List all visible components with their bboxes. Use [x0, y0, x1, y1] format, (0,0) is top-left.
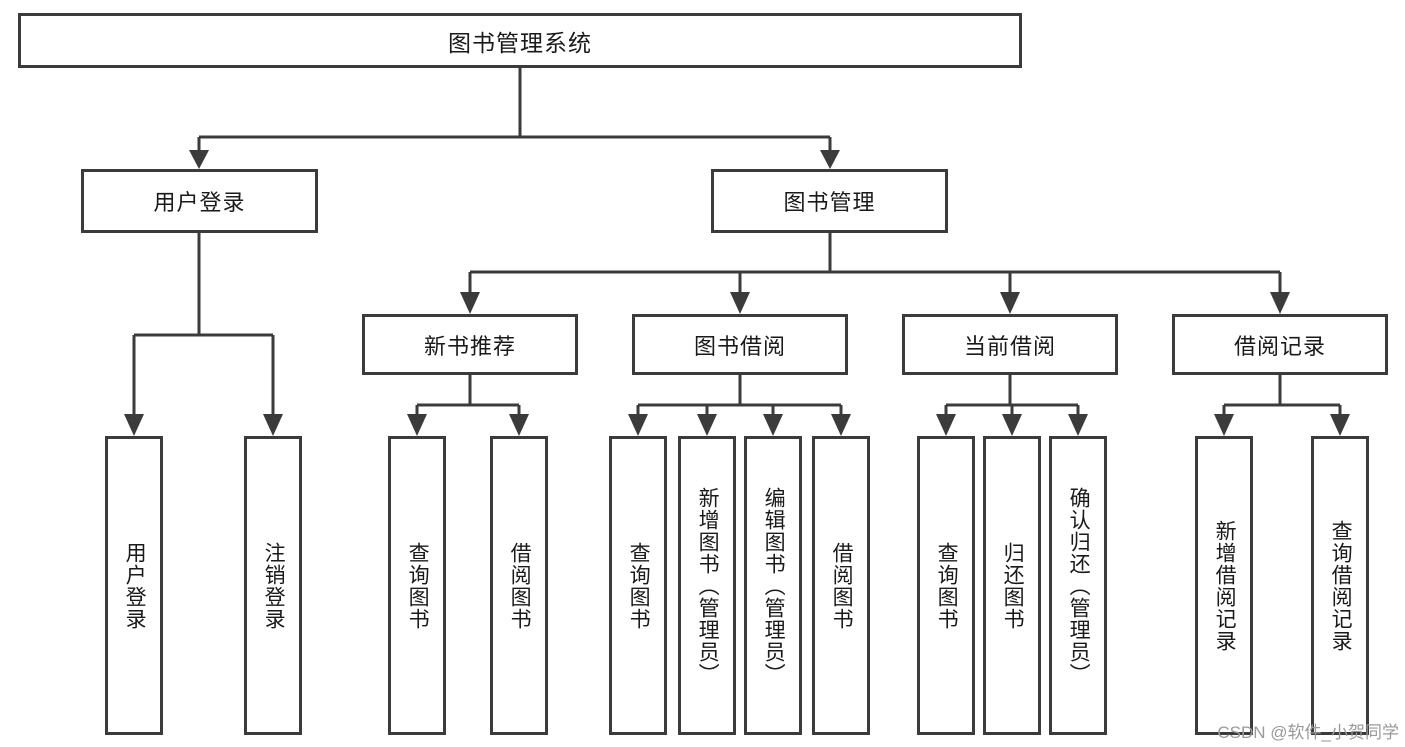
leaf-cb-return-book[interactable]: 归还图书 — [983, 436, 1041, 735]
leaf-bb-edit-book-label: 编辑图书（管理员） — [762, 486, 786, 685]
arrow-head-bb-leaf-1 — [628, 414, 648, 436]
node-root-label: 图书管理系统 — [448, 29, 592, 56]
leaf-bb-add-book[interactable]: 新增图书（管理员） — [678, 436, 736, 735]
leaf-nb-borrow-book[interactable]: 借阅图书 — [490, 436, 548, 735]
leaf-bb-query-book-label: 查询图书 — [627, 541, 651, 630]
arrow-head-nb-leaf-2 — [509, 414, 529, 436]
leaf-user-login[interactable]: 用户登录 — [105, 436, 163, 735]
arrow-head-leaf-user-login — [124, 414, 144, 436]
arrow-head-cb-leaf-2 — [1002, 414, 1022, 436]
leaf-bb-borrow-book-label: 借阅图书 — [830, 541, 854, 630]
leaf-bb-query-book[interactable]: 查询图书 — [609, 436, 667, 735]
leaf-cb-query-book[interactable]: 查询图书 — [917, 436, 975, 735]
leaf-br-query-record[interactable]: 查询借阅记录 — [1311, 436, 1369, 735]
leaf-bb-add-book-label: 新增图书（管理员） — [696, 486, 720, 685]
arrow-head-bb-leaf-3 — [763, 414, 783, 436]
leaf-nb-borrow-book-label: 借阅图书 — [508, 541, 532, 630]
arrow-head-new-book — [460, 292, 480, 314]
arrow-head-current-borrow — [1000, 292, 1020, 314]
node-new-book-recommend-label: 新书推荐 — [423, 333, 516, 359]
leaf-br-query-record-label: 查询借阅记录 — [1329, 519, 1353, 652]
arrow-head-bb-leaf-4 — [831, 414, 851, 436]
arrow-head-cb-leaf-3 — [1068, 414, 1088, 436]
node-book-borrow-label: 图书借阅 — [693, 333, 786, 359]
arrow-head-br-leaf-2 — [1330, 414, 1350, 436]
leaf-bb-borrow-book[interactable]: 借阅图书 — [812, 436, 870, 735]
node-user-login-label: 用户登录 — [153, 190, 246, 215]
leaf-logout[interactable]: 注销登录 — [244, 436, 302, 735]
leaf-nb-query-book[interactable]: 查询图书 — [388, 436, 446, 735]
node-new-book-recommend[interactable]: 新书推荐 — [362, 314, 578, 375]
leaf-bb-edit-book[interactable]: 编辑图书（管理员） — [744, 436, 802, 735]
arrow-head-br-leaf-1 — [1214, 414, 1234, 436]
leaf-cb-query-book-label: 查询图书 — [935, 541, 959, 630]
leaf-br-add-record-label: 新增借阅记录 — [1213, 519, 1237, 652]
leaf-user-login-label: 用户登录 — [123, 541, 147, 630]
node-book-borrow[interactable]: 图书借阅 — [632, 314, 848, 375]
leaf-nb-query-book-label: 查询图书 — [406, 541, 430, 630]
arrow-head-user-login — [189, 150, 209, 169]
node-borrow-record-label: 借阅记录 — [1233, 333, 1326, 359]
leaf-logout-label: 注销登录 — [262, 541, 286, 630]
leaf-cb-confirm-return-label: 确认归还（管理员） — [1067, 486, 1091, 685]
node-book-manage-label: 图书管理 — [783, 190, 876, 215]
leaf-cb-confirm-return[interactable]: 确认归还（管理员） — [1049, 436, 1107, 735]
arrow-head-cb-leaf-1 — [936, 414, 956, 436]
arrow-head-bb-leaf-2 — [697, 414, 717, 436]
node-book-manage[interactable]: 图书管理 — [711, 169, 948, 233]
node-user-login[interactable]: 用户登录 — [81, 169, 318, 233]
node-root[interactable]: 图书管理系统 — [18, 13, 1022, 68]
arrow-head-leaf-logout — [263, 414, 283, 436]
leaf-cb-return-book-label: 归还图书 — [1001, 541, 1025, 630]
arrow-head-book-borrow — [730, 292, 750, 314]
node-current-borrow[interactable]: 当前借阅 — [902, 314, 1118, 375]
node-current-borrow-label: 当前借阅 — [963, 333, 1056, 359]
arrow-head-nb-leaf-1 — [407, 414, 427, 436]
node-borrow-record[interactable]: 借阅记录 — [1172, 314, 1388, 375]
arrow-head-borrow-record — [1270, 292, 1290, 314]
leaf-br-add-record[interactable]: 新增借阅记录 — [1195, 436, 1253, 735]
arrow-head-book-manage — [820, 150, 840, 169]
